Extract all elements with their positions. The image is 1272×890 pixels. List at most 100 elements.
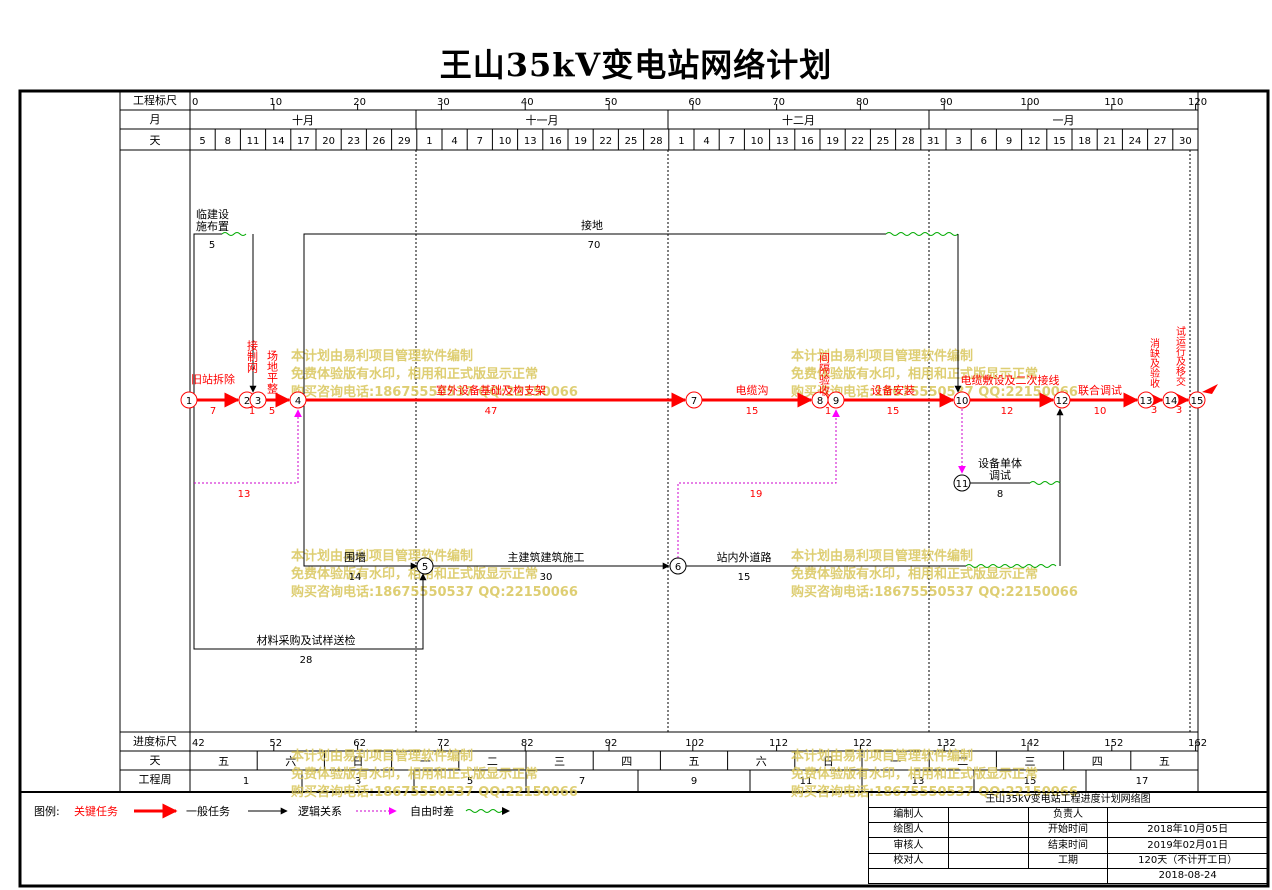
info-table: 王山35kV变电站工程进度计划网络图 编制人 负责人 绘图人 开始时间 2018… (867, 791, 1268, 885)
svg-text:8: 8 (817, 396, 823, 407)
day-cell: 7 (477, 136, 483, 147)
free-link-6-9 (677, 409, 840, 558)
watermark-text: 购买咨询电话:18675550537 QQ:22150066 (291, 784, 578, 800)
dur-t16: 15 (738, 572, 751, 583)
svg-text:7: 7 (691, 396, 697, 407)
label-t15: 主建筑建筑施工 (508, 550, 585, 564)
label-t14: 围墙 (344, 550, 366, 564)
day-cell: 5 (199, 136, 205, 147)
node-3: 3 (249, 391, 267, 409)
ruler-tick: 50 (605, 97, 618, 108)
duration-label: 工期 (1027, 852, 1109, 869)
checker-label: 校对人 (868, 852, 949, 869)
day-cell: 7 (729, 136, 735, 147)
label-t18: 设备单体 (978, 456, 1022, 470)
day-cell: 31 (927, 136, 940, 147)
progress-tick: 42 (192, 738, 205, 749)
watermark-text: 本计划由易利项目管理软件编制 (291, 348, 473, 364)
weekday-cell: 五 (218, 755, 229, 768)
day-cell: 25 (625, 136, 638, 147)
node-9: 9 (827, 391, 845, 409)
task-labels: 旧站拆除 7 接制网 1 场地平整 5 室外设备基础及构支架 47 电缆沟 15… (191, 207, 1186, 666)
date-blank (867, 867, 1109, 885)
end-flag-icon (1202, 384, 1218, 394)
free-float-links (194, 409, 966, 558)
node-1: 1 (180, 391, 198, 409)
dur-t14: 14 (349, 572, 362, 583)
svg-text:3: 3 (255, 396, 261, 407)
day-cell: 3 (955, 136, 961, 147)
month-cell: 十月 (292, 113, 314, 127)
day-cell: 21 (1103, 136, 1116, 147)
day-cell: 12 (1028, 136, 1041, 147)
ruler-tick: 80 (856, 97, 869, 108)
day-cell: 27 (1154, 136, 1167, 147)
legend-symbols (134, 803, 510, 819)
day-cell: 20 (322, 136, 335, 147)
editor-label: 编制人 (868, 807, 949, 824)
svg-text:4: 4 (295, 396, 301, 407)
svg-text:11: 11 (956, 479, 969, 490)
legend-label: 图例: (34, 805, 60, 818)
ruler-tick: 20 (353, 97, 366, 108)
watermark-text: 本计划由易利项目管理软件编制 (291, 748, 473, 764)
label-t12: 临建设 (196, 207, 229, 221)
outer-frame (18, 89, 1270, 888)
start-label: 开始时间 (1027, 822, 1109, 839)
week-cell: 11 (800, 776, 813, 787)
day-cell: 1 (426, 136, 432, 147)
ruler-tick: 110 (1104, 97, 1123, 108)
ruler-tick: 70 (772, 97, 785, 108)
node-7: 7 (685, 391, 703, 409)
end-value: 2019年02月01日 (1107, 837, 1268, 854)
weekday-cell: 一 (420, 755, 431, 768)
legend-logic: 逻辑关系 (298, 805, 342, 818)
watermark-text: 本计划由易利项目管理软件编制 (791, 348, 973, 364)
legend-free-wave (465, 809, 503, 813)
svg-text:9: 9 (833, 396, 839, 407)
day-cell: 24 (1129, 136, 1142, 147)
weekday-cell: 三 (1025, 755, 1036, 768)
week-cell: 17 (1136, 776, 1149, 787)
watermark-group: 本计划由易利项目管理软件编制免费体验版有水印，相用和正式版显示正常购买咨询电话:… (291, 348, 1078, 800)
watermark-text: 本计划由易利项目管理软件编制 (291, 548, 473, 564)
week-cell: 9 (691, 776, 697, 787)
progress-tick: 162 (1188, 738, 1207, 749)
watermark-text: 免费体验版有水印，相用和正式版显示正常 (291, 366, 538, 382)
weekday-cell: 五 (1159, 755, 1170, 768)
label-t12-line2: 施布置 (196, 220, 229, 233)
week-label: 工程周 (139, 773, 172, 786)
responsible-label: 负责人 (1027, 807, 1109, 824)
dur-t6: 1 (825, 406, 831, 417)
node-15: 15 (1188, 391, 1206, 409)
watermark-text: 本计划由易利项目管理软件编制 (791, 548, 973, 564)
day-cell: 17 (297, 136, 310, 147)
label-t1: 旧站拆除 (191, 372, 235, 386)
week-cell: 3 (355, 776, 361, 787)
label-t5: 电缆沟 (736, 384, 769, 397)
node-4: 4 (289, 391, 307, 409)
watermark-text: 免费体验版有水印，相用和正式版显示正常 (791, 766, 1038, 782)
drawer-value (947, 822, 1029, 839)
month-dotted-lines (415, 150, 1191, 732)
dur-t17: 28 (300, 655, 313, 666)
label-t18-line2: 调试 (989, 469, 1011, 482)
drawer-label: 绘图人 (868, 822, 949, 839)
label-t8: 电缆敷设及二次接线 (961, 373, 1060, 387)
week-cell: 13 (912, 776, 925, 787)
free-link-1-4 (194, 409, 302, 484)
progress-tick: 92 (605, 738, 618, 749)
dur-t3: 5 (269, 406, 275, 417)
weekday-cell: 四 (621, 755, 632, 768)
ruler-tick: 10 (269, 97, 282, 108)
svg-text:2: 2 (244, 396, 250, 407)
svg-text:1: 1 (186, 396, 192, 407)
task-line-temp-setup (193, 233, 222, 395)
node-5: 5 (416, 557, 434, 575)
ruler-tick: 120 (1188, 97, 1207, 108)
label-t6: 间隔验收 (818, 352, 831, 397)
dur-t7: 15 (887, 406, 900, 417)
month-label: 月 (150, 113, 161, 126)
progress-tick: 112 (769, 738, 788, 749)
